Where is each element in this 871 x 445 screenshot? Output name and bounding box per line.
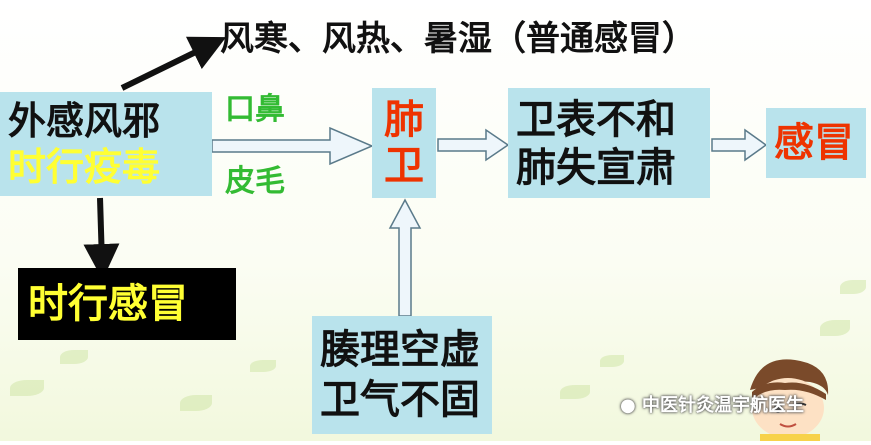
- arrow-from-deficiency: [388, 198, 422, 317]
- pore-emptiness: 腠理空虚: [320, 327, 480, 373]
- background-leaf: [820, 320, 850, 336]
- disharmony-box: 卫表不和 肺失宣肃: [508, 88, 710, 198]
- cause-box: 外感风邪 时行疫毒: [0, 92, 212, 196]
- watermark-text: 中医针灸温宇航医生: [642, 395, 804, 416]
- result-cold: 感冒: [774, 120, 854, 166]
- lung-defense-box: 肺 卫: [372, 88, 436, 198]
- background-leaf: [60, 350, 88, 364]
- lung-dysfunction: 肺失宣肃: [516, 145, 676, 191]
- arrow-to-common-cold: [120, 36, 227, 91]
- result-box: 感冒: [766, 108, 866, 178]
- path-skin-hair: 皮毛: [225, 164, 285, 199]
- lung-label: 肺: [384, 97, 424, 143]
- background-leaf: [560, 385, 590, 399]
- cause-external-wind: 外感风邪: [8, 99, 161, 143]
- background-leaf: [10, 380, 44, 396]
- arrow-to-disharmony: [437, 128, 510, 162]
- exterior-disharmony: 卫表不和: [516, 97, 676, 143]
- epidemic-cold-box: 时行感冒: [18, 268, 236, 340]
- watermark: ● 中医针灸温宇航医生: [620, 391, 804, 417]
- cartoon-child-illustration: [730, 350, 840, 441]
- defense-label: 卫: [384, 143, 424, 189]
- common-cold-types: 风寒、风热、暑湿（普通感冒）: [220, 19, 696, 59]
- weak-defensive-qi: 卫气不固: [320, 377, 480, 423]
- background-leaf: [180, 395, 212, 411]
- cause-epidemic-toxin: 时行疫毒: [8, 145, 161, 189]
- arrow-to-lung: [211, 126, 374, 166]
- background-leaf: [840, 280, 866, 294]
- epidemic-cold-label: 时行感冒: [28, 281, 188, 327]
- background-leaf: [600, 355, 624, 367]
- arrow-to-result: [711, 128, 768, 162]
- deficiency-box: 腠理空虚 卫气不固: [312, 316, 492, 434]
- path-mouth-nose: 口鼻: [225, 92, 285, 127]
- wechat-icon: ●: [620, 395, 636, 416]
- arrow-to-epidemic-cold: [83, 197, 120, 280]
- background-leaf: [250, 360, 276, 372]
